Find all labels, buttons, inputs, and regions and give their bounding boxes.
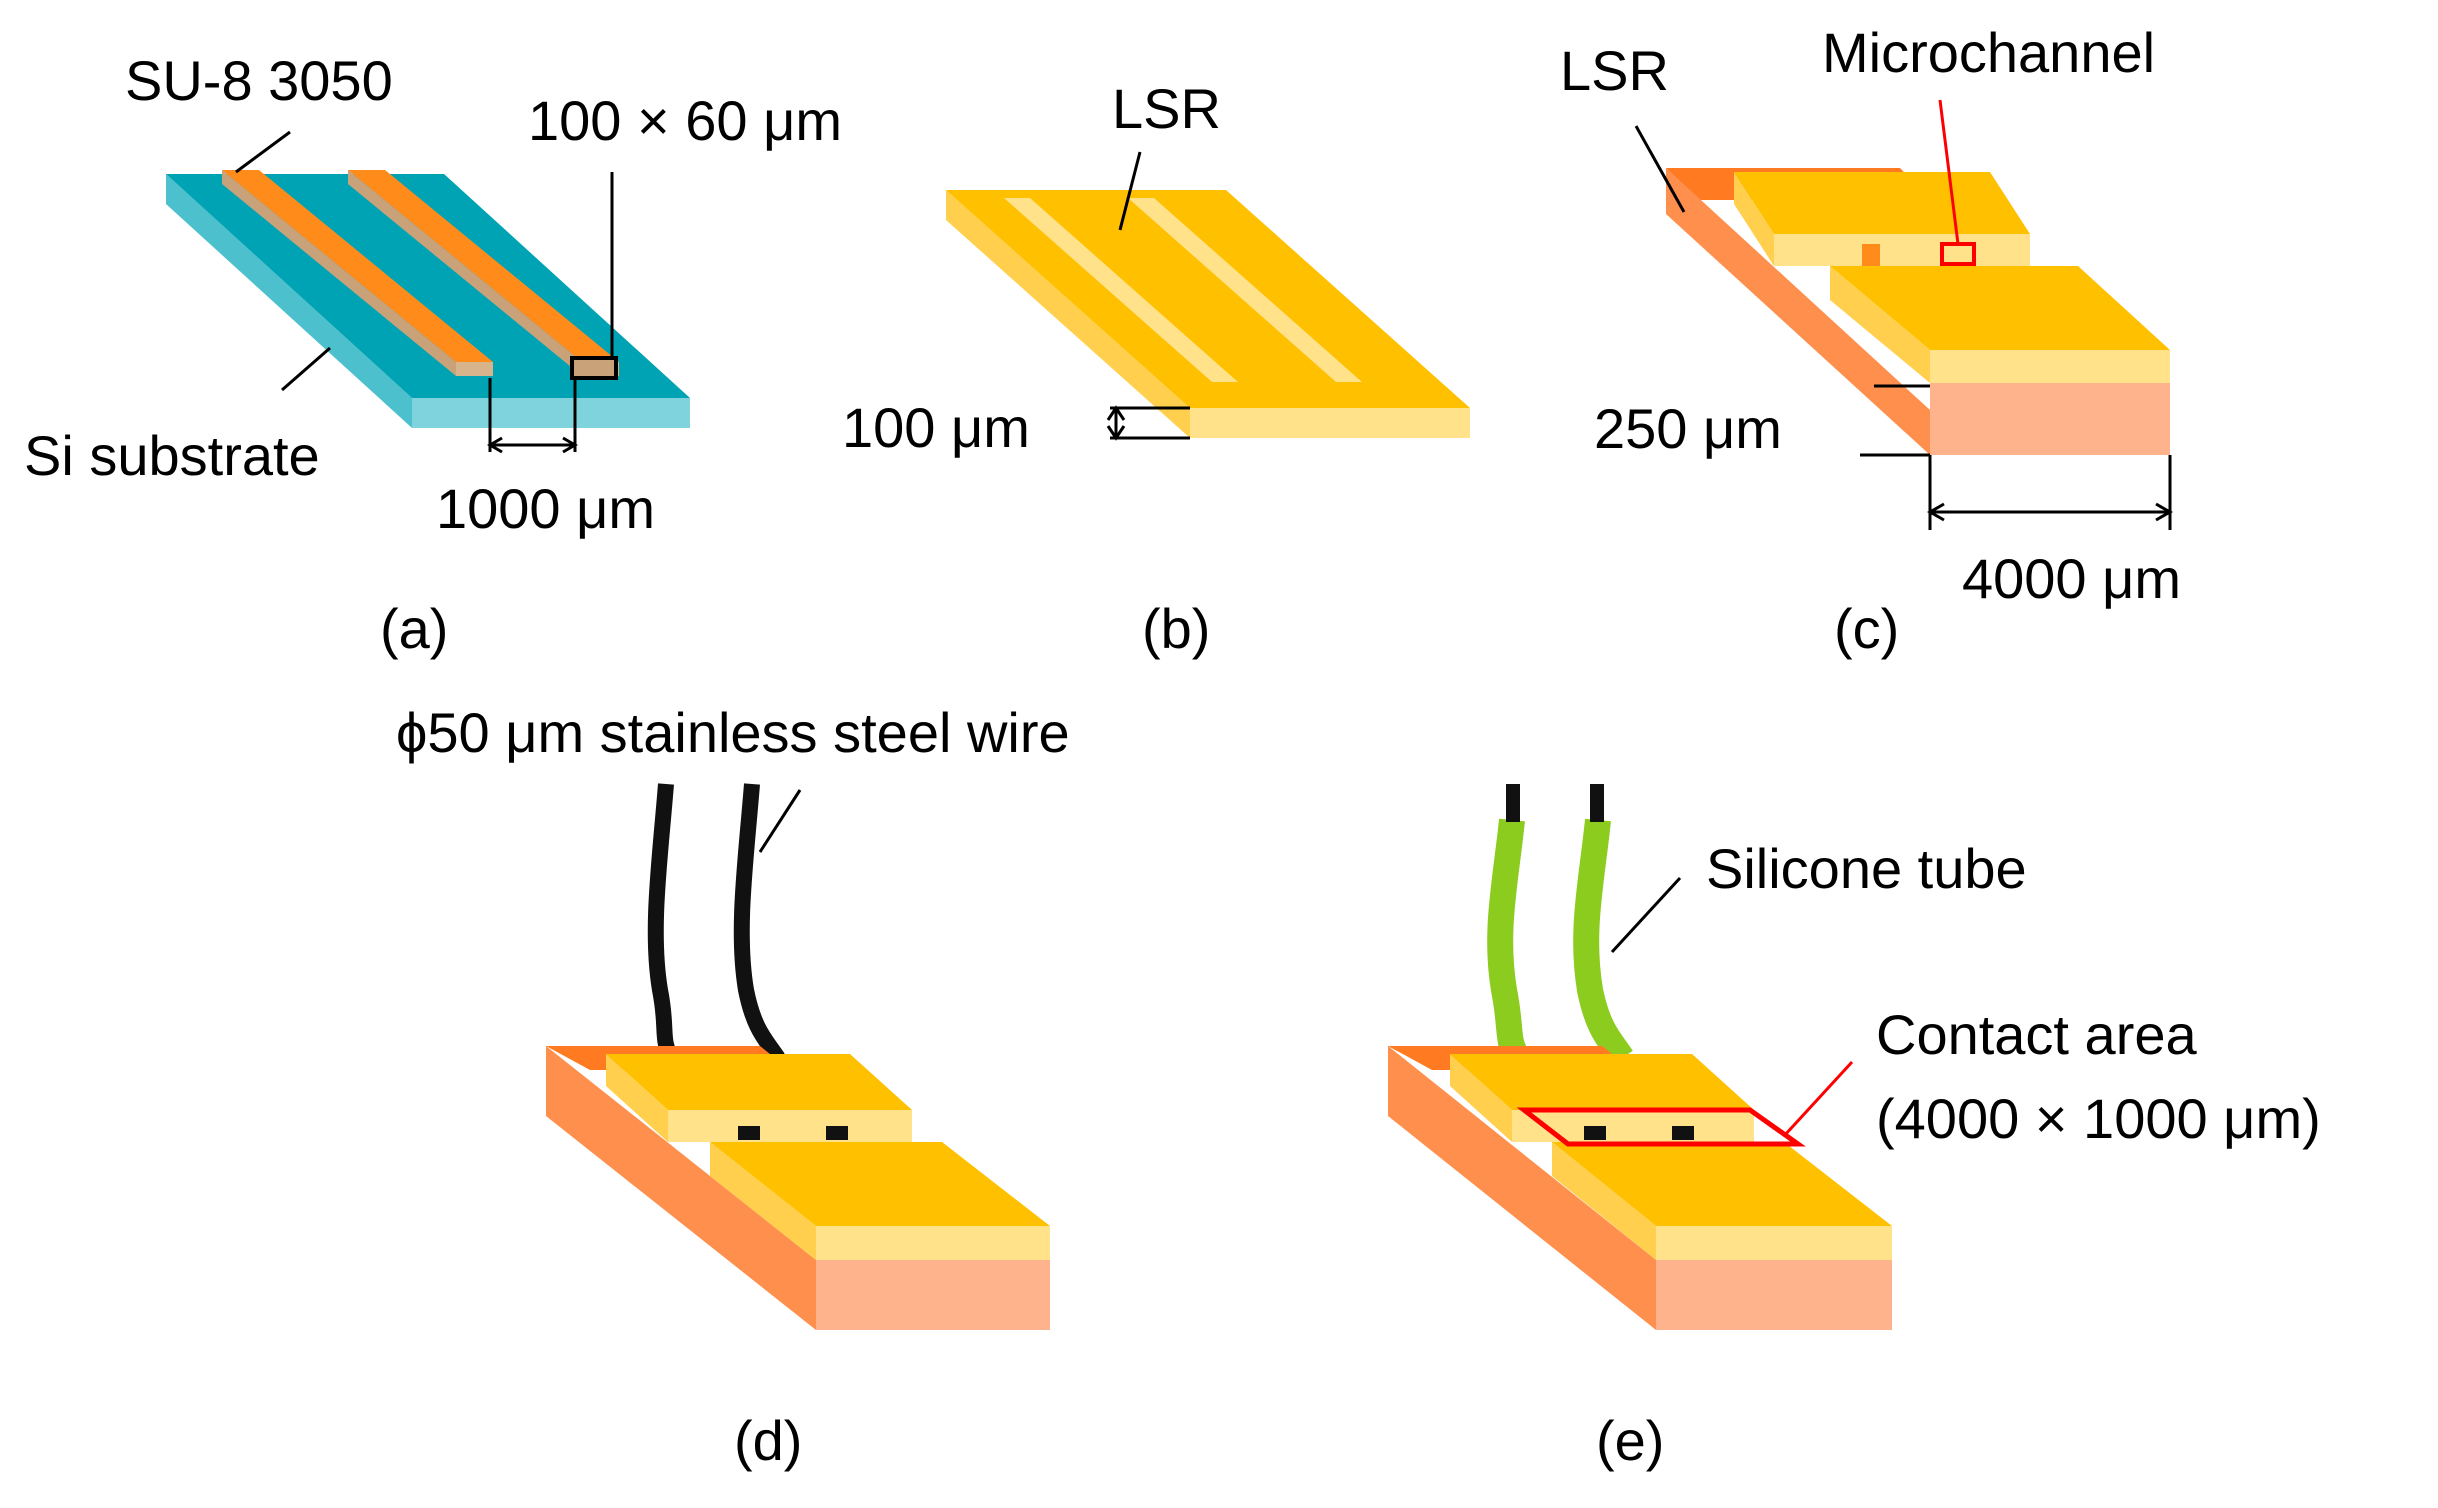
caption-a: (a) bbox=[380, 597, 448, 660]
tube-label: Silicone tube bbox=[1706, 837, 2027, 900]
si-substrate-front bbox=[412, 398, 690, 428]
tube-right bbox=[1573, 818, 1633, 1066]
e-slab-back-side bbox=[1450, 1054, 1512, 1142]
contact-area-leader bbox=[1782, 1060, 1854, 1138]
slab-front-front bbox=[1930, 350, 2170, 383]
caption-d: (d) bbox=[734, 1409, 802, 1472]
lsr-leader bbox=[1118, 151, 1142, 231]
lsr-leader-c bbox=[1634, 125, 1686, 213]
pitch-label: 1000 μm bbox=[436, 477, 655, 540]
d-slab-back-side bbox=[606, 1054, 668, 1142]
microchannel-leader bbox=[1938, 99, 1960, 245]
contact-size-label: (4000 × 1000 μm) bbox=[1876, 1087, 2321, 1150]
panel-c: LSR Microchannel 250 μm 4000 μm (c) bbox=[1560, 21, 2181, 660]
slab-front-side bbox=[1830, 266, 1930, 383]
caption-c: (c) bbox=[1834, 597, 1899, 660]
base-side bbox=[1666, 168, 1930, 455]
slab-front-top bbox=[1830, 266, 2170, 350]
e-port-2 bbox=[1672, 1126, 1694, 1140]
contact-area-highlight bbox=[1516, 1107, 1806, 1147]
wire-left bbox=[647, 783, 679, 1063]
pitch-arrowhead-left bbox=[487, 436, 503, 454]
substrate-label: Si substrate bbox=[24, 424, 320, 487]
tube-wire-tip-left bbox=[1506, 784, 1520, 822]
slab-back-side bbox=[1734, 172, 1774, 266]
e-slab-front-top bbox=[1552, 1142, 1892, 1226]
wire-right bbox=[733, 783, 785, 1063]
width-label-c: 4000 μm bbox=[1962, 547, 2181, 610]
e-base-front bbox=[1656, 1260, 1892, 1330]
d-slab-front-front bbox=[816, 1226, 1050, 1260]
slab-back-front bbox=[1774, 234, 2030, 266]
panel-a: SU-8 3050 100 × 60 μm Si substrate 1000 … bbox=[24, 49, 842, 660]
panel-b: LSR 100 μm (b) bbox=[842, 77, 1470, 660]
e-slab-back-top bbox=[1450, 1054, 1754, 1110]
si-substrate-side bbox=[166, 174, 412, 428]
tube-left bbox=[1487, 818, 1530, 1066]
lsr-label-c: LSR bbox=[1560, 39, 1669, 102]
width-arrowhead-left bbox=[1926, 502, 1945, 522]
channel-groove-1 bbox=[1862, 244, 1880, 266]
wire-leader bbox=[758, 789, 802, 853]
lsr-sheet-side bbox=[946, 190, 1190, 438]
su8-stripe-left bbox=[222, 170, 493, 376]
thickness-label-b: 100 μm bbox=[842, 396, 1030, 459]
caption-e: (e) bbox=[1596, 1409, 1664, 1472]
thickness-arrowhead-bottom bbox=[1106, 425, 1126, 441]
panel-d: ϕ50 μm stainless steel wire (d) bbox=[396, 701, 1070, 1472]
d-base-side bbox=[546, 1046, 816, 1330]
panel-e: Silicone tube Contact area (4000 × 1000 … bbox=[1388, 784, 2321, 1472]
e-slab-front-side bbox=[1552, 1142, 1656, 1260]
e-slab-front-front bbox=[1656, 1226, 1892, 1260]
lsr-sheet-front bbox=[1190, 408, 1470, 438]
lsr-groove-right bbox=[1128, 198, 1362, 382]
wire-label: ϕ50 μm stainless steel wire bbox=[396, 701, 1070, 764]
d-base-front bbox=[816, 1260, 1050, 1330]
d-wire-port-2 bbox=[826, 1126, 848, 1140]
d-slab-back-top bbox=[606, 1054, 912, 1110]
contact-label: Contact area bbox=[1876, 1003, 2197, 1066]
substrate-leader bbox=[281, 346, 331, 392]
pitch-arrowhead-right bbox=[562, 436, 578, 454]
lsr-groove-left bbox=[1004, 198, 1238, 382]
su8-leader bbox=[235, 130, 291, 174]
size-label: 100 × 60 μm bbox=[528, 89, 842, 152]
slab-back-top bbox=[1734, 172, 2030, 234]
tube-wire-tip-right bbox=[1590, 784, 1604, 822]
microchannel-label: Microchannel bbox=[1822, 21, 2155, 84]
e-port-1 bbox=[1584, 1126, 1606, 1140]
d-slab-front-top bbox=[710, 1142, 1050, 1226]
su8-label: SU-8 3050 bbox=[125, 49, 393, 112]
cross-section-box bbox=[570, 356, 618, 380]
e-base-side bbox=[1388, 1046, 1656, 1330]
lsr-label-b: LSR bbox=[1112, 77, 1221, 140]
thickness-arrowhead-top bbox=[1106, 405, 1126, 421]
height-label-c: 250 μm bbox=[1594, 397, 1782, 460]
d-wire-port-1 bbox=[738, 1126, 760, 1140]
d-slab-front-side bbox=[710, 1142, 816, 1260]
caption-b: (b) bbox=[1142, 597, 1210, 660]
d-slab-back-front bbox=[668, 1110, 912, 1142]
width-arrowhead-right bbox=[2155, 502, 2174, 522]
tube-leader bbox=[1610, 876, 1682, 954]
base-front bbox=[1930, 383, 2170, 455]
